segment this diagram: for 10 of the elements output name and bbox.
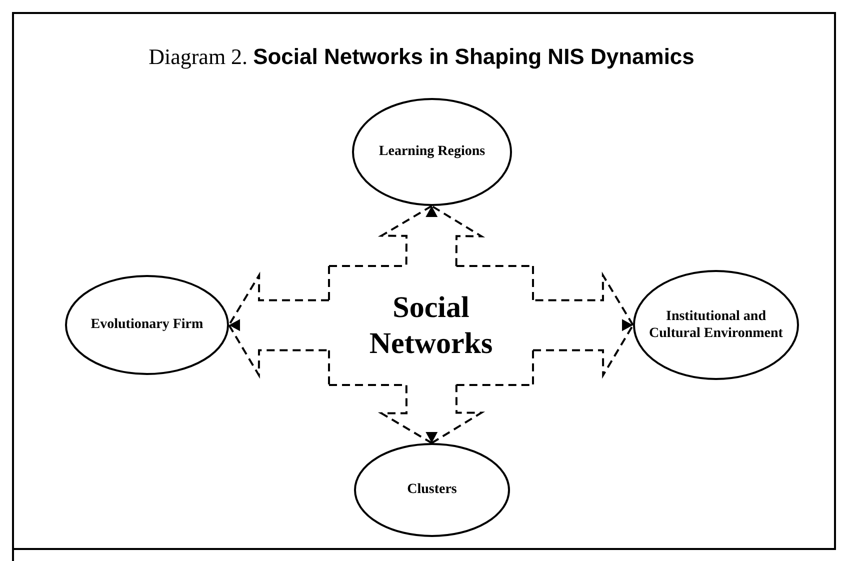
diagram-title: Diagram 2. Social Networks in Shaping NIS Dynamics [148,43,696,71]
block-arrow [378,385,438,444]
node-label: Clusters [407,481,457,499]
block-arrow [228,272,329,332]
node-label: Social Networks [369,290,493,362]
node-label: Institutional and Cultural Environment [648,308,784,342]
node-label: Learning Regions [378,143,486,161]
block-arrow [426,205,486,266]
node-label: Evolutionary Firm [90,316,204,334]
block-arrow [533,319,634,379]
